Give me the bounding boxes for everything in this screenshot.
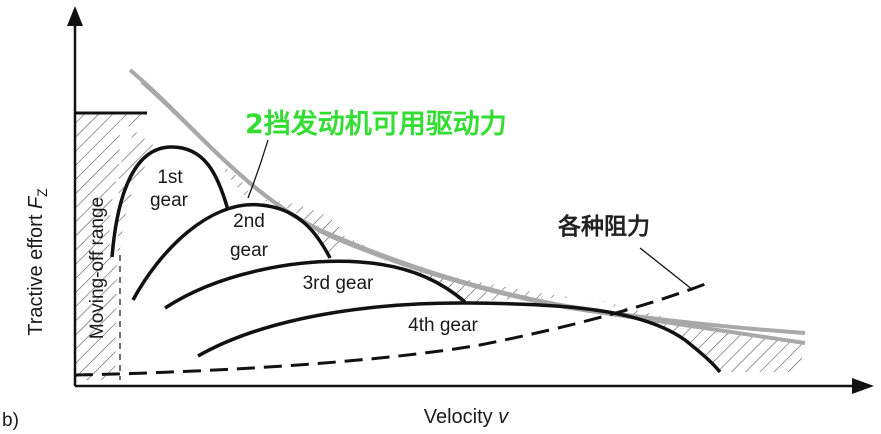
gear-2-label-line2: gear: [230, 240, 269, 261]
gear-4-label: 4th gear: [408, 315, 478, 336]
gear-3-label: 3rd gear: [303, 273, 374, 294]
hatched-regions: [75, 113, 802, 380]
gear-4-curve: [197, 301, 722, 374]
gear-2-label-line1: 2nd: [233, 211, 265, 232]
x-axis-arrowhead: [852, 378, 874, 394]
envelope-hatch-5: [600, 300, 802, 372]
gear-3-curve: [164, 259, 467, 310]
drive-force-leader-line: [247, 139, 269, 199]
y-axis-subscript: Z: [34, 188, 50, 197]
gear-1-curve: [110, 145, 230, 258]
y-axis-symbol: F: [25, 195, 47, 209]
drive-force-annotation: 2挡发动机可用驱动力: [245, 108, 507, 140]
resistance-leader-line: [639, 247, 694, 291]
moving-off-hatch: [75, 113, 160, 380]
panel-label: b): [2, 410, 19, 431]
envelope-hatch-1: [220, 165, 250, 200]
y-axis-title: Tractive effort FZ: [25, 188, 50, 336]
envelope-hatch-2: [250, 199, 343, 255]
x-axis-label: Velocity: [424, 406, 493, 428]
moving-off-label: Moving-off range: [87, 197, 108, 339]
x-axis-title: Velocity v: [424, 406, 510, 428]
axes: [67, 6, 874, 394]
gear-1-label-line2: gear: [150, 190, 189, 211]
y-axis-arrowhead: [67, 6, 83, 26]
gear-1-label-line1: 1st: [157, 167, 183, 188]
resistance-annotation: 各种阻力: [557, 213, 650, 240]
resistance-curve: [74, 281, 709, 377]
available-drive-envelope: [140, 80, 806, 345]
x-axis-symbol: v: [498, 406, 509, 428]
y-axis-label: Tractive effort: [25, 214, 47, 336]
gear-2-curve: [131, 203, 332, 301]
